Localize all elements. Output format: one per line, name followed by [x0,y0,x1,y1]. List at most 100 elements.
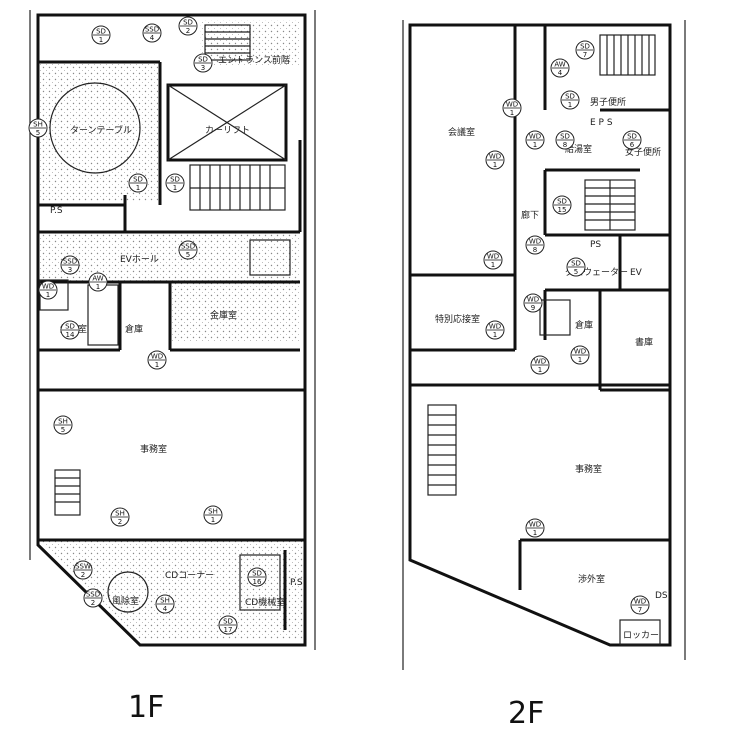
fixture-tag-number: 5 [61,426,65,434]
fixture-tag-type: WD [529,521,541,529]
fixture-tag-type: WD [42,283,54,291]
fixture-tag-number: 3 [68,266,72,274]
revolving-door [107,571,149,613]
hatch-cd-corner [40,540,305,640]
label-kaze: 風除室 [112,595,139,607]
fixture-tag-type: WD [529,133,541,141]
fixture-tag-type: WD [487,253,499,261]
fixture-tag-type: SD [65,323,75,331]
fixture-tag-type: SH [33,121,43,129]
fixture-tag-type: SD [198,56,208,64]
interior-walls-1f [38,60,305,630]
fixture-tag-type: SD [565,93,575,101]
fixture-tag-type: WD [506,101,518,109]
fixture-tag-number: 8 [533,246,537,254]
fixture-tag-number: 1 [533,529,537,537]
fixture-tag-number: 1 [46,291,50,299]
fixture-tag-number: 1 [96,283,100,291]
fixture-tag-type: SH [160,597,170,605]
fixture-tag-type: SD [223,618,233,626]
fixture-tag-number: 2 [118,518,122,526]
turntable-circle [49,82,141,174]
fixture-tag-type: AW [92,275,103,283]
fixture-tags-1f: SD1SSD4SD2SD3SH5SD1SD1SSD3SSD5WD1AW1SD14… [28,16,267,635]
fixture-tag-type: SD [170,176,180,184]
fixture-tag-number: 1 [211,516,215,524]
fixture-tag-type: SD [183,19,193,27]
fixture-tag-number: 1 [493,161,497,169]
fixture-tag-number: 5 [36,129,40,137]
fixture-tag-number: 1 [155,361,159,369]
label-kinko: 金庫室 [210,309,237,321]
fixture-tag-type: WD [151,353,163,361]
stairs-1f-top [204,24,251,61]
fixture-tag-type: SH [58,418,68,426]
fixture-tag-number: 5 [186,251,190,259]
carlift-box [166,83,288,162]
fixture-tag-number: 1 [578,356,582,364]
fixture-tag-type: SD [627,133,637,141]
outer-wall-1f [36,13,307,647]
label-eps: E P S [590,118,613,128]
fixture-tag-number: 1 [493,331,497,339]
fixture-tag-number: 1 [538,366,542,374]
fixture-tag-type: SSD [181,243,195,251]
fixture-tag-type: SH [208,508,218,516]
fixture-tag-number: 2 [186,27,190,35]
fixture-tag-number: 1 [136,184,140,192]
label-jimushitsu: 事務室 [140,443,167,455]
floor-caption-1f: 1F [128,690,165,725]
fixture-tag-number: 4 [150,34,155,42]
fixture-tag-number: 6 [630,141,635,149]
label-cd-booth: CD機械室 [245,596,285,608]
label-ds: DS [655,591,668,601]
label-entrance: エントランス前階 [218,54,290,66]
hatch-kinko [170,282,300,342]
fixture-tag-number: 4 [163,605,168,613]
fixture-tags-2f: AW4SD7WD1SD1SD8SD6WD1WD1SD15WD8SD5WD9WD1… [483,40,650,615]
fixture-tag-number: 4 [558,69,563,77]
label-room-small: ロッカー [623,630,659,641]
fixture-tag-number: 3 [201,64,205,72]
fixture-tag-number: 2 [81,571,85,579]
fixture-tag-type: AW [554,61,565,69]
stairs-2f-center [584,179,636,231]
fixture-tag-type: WD [489,323,501,331]
fixture-tag-number: 1 [173,184,177,192]
label-ev-2f: EV [630,268,643,278]
label-tokubetsu: 特別応接室 [435,313,480,325]
label-ps: P.S [50,206,63,216]
fixture-tag-number: 9 [531,304,535,312]
label-shoko: 書庫 [635,336,653,348]
fixture-tag-number: 1 [510,109,514,117]
fixture-tag-type: WD [634,598,646,606]
fixture-tag-type: SD [580,43,590,51]
fixture-tag-type: SH [115,510,125,518]
fixture-tag-number: 1 [99,36,103,44]
label-rouka: 廊下 [521,209,539,221]
fixture-tag-type: WD [534,358,546,366]
fixture-tag-number: 14 [66,331,75,339]
label-danshi: 男子便所 [590,96,626,108]
plan-2f: 会議室 特別応接室 廊下 給湯室 男子便所 女子便所 E P S PS ダムウェ… [402,20,686,670]
fixture-tag-number: 7 [638,606,642,614]
fixture-tag-number: 7 [583,51,587,59]
fixture-tag-number: 15 [558,206,567,214]
label-carlift: カーリフト [205,125,250,136]
fixture-tag-type: WD [574,348,586,356]
carlift-diag-2 [167,84,287,161]
stairs-2f-left [427,404,457,496]
fixture-tag-number: 5 [574,268,578,276]
label-jimushitsu-2f: 事務室 [575,463,602,475]
fixture-tag-type: SD [557,198,567,206]
fixture-tag-number: 17 [224,626,233,634]
stairs-2f-top [599,34,656,76]
label-ps2: P.S [290,578,303,588]
label-ev-hall: EVホール [120,254,159,265]
label-kaigishitsu: 会議室 [448,126,475,138]
fixture-tag-type: SD [133,176,143,184]
label-ps-2f: PS [590,240,601,250]
fixture-tag-type: SD [571,260,581,268]
floor-caption-2f: 2F [508,696,545,731]
